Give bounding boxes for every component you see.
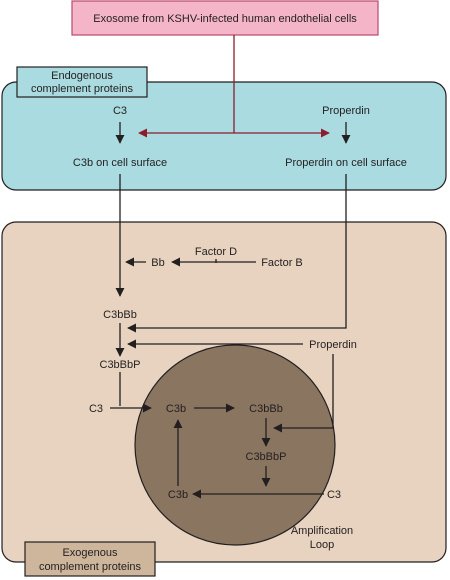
- arrow-properdin-to-loop: [273, 354, 334, 433]
- factor-b: Factor B: [261, 257, 303, 269]
- loop-c3bbbp: C3bBbP: [246, 451, 287, 463]
- endogenous-panel: [1, 81, 447, 191]
- c3bbbp: C3bBbP: [100, 359, 141, 371]
- loop-c3-right: C3: [327, 489, 341, 501]
- endogenous-label-box: [16, 66, 148, 98]
- properdin-on-cell-surface: Properdin on cell surface: [285, 157, 407, 169]
- exogenous-label-line1: Exogenous: [62, 547, 118, 559]
- exogenous-label-box: [24, 541, 156, 577]
- loop-c3b-top: C3b: [166, 403, 186, 415]
- loop-c3b-bottom: C3b: [168, 489, 188, 501]
- endogenous-c3: C3: [113, 105, 127, 117]
- exosome-source-box: [71, 0, 379, 36]
- exogenous-properdin: Properdin: [309, 339, 357, 351]
- amplification-loop-label-line1: Amplification: [291, 525, 353, 537]
- factor-d: Factor D: [195, 246, 237, 258]
- endogenous-properdin: Properdin: [322, 105, 370, 117]
- exogenous-label-line2: complement proteins: [39, 561, 142, 573]
- arrow-properdin-surface-to-c3bbb: [127, 174, 347, 333]
- c3bbb: C3bBb: [103, 309, 137, 321]
- loop-c3bbb: C3bBb: [249, 403, 283, 415]
- amplification-loop-circle: [134, 344, 336, 546]
- amplification-loop-label-line2: Loop: [310, 539, 334, 551]
- endogenous-label-line1: Endogenous: [51, 70, 113, 82]
- c3b-on-cell-surface: C3b on cell surface: [73, 157, 167, 169]
- exogenous-c3: C3: [89, 403, 103, 415]
- bb: Bb: [151, 257, 164, 269]
- endogenous-label-line2: complement proteins: [31, 83, 134, 95]
- exosome-source-label: Exosome from KSHV-infected human endothe…: [93, 13, 357, 25]
